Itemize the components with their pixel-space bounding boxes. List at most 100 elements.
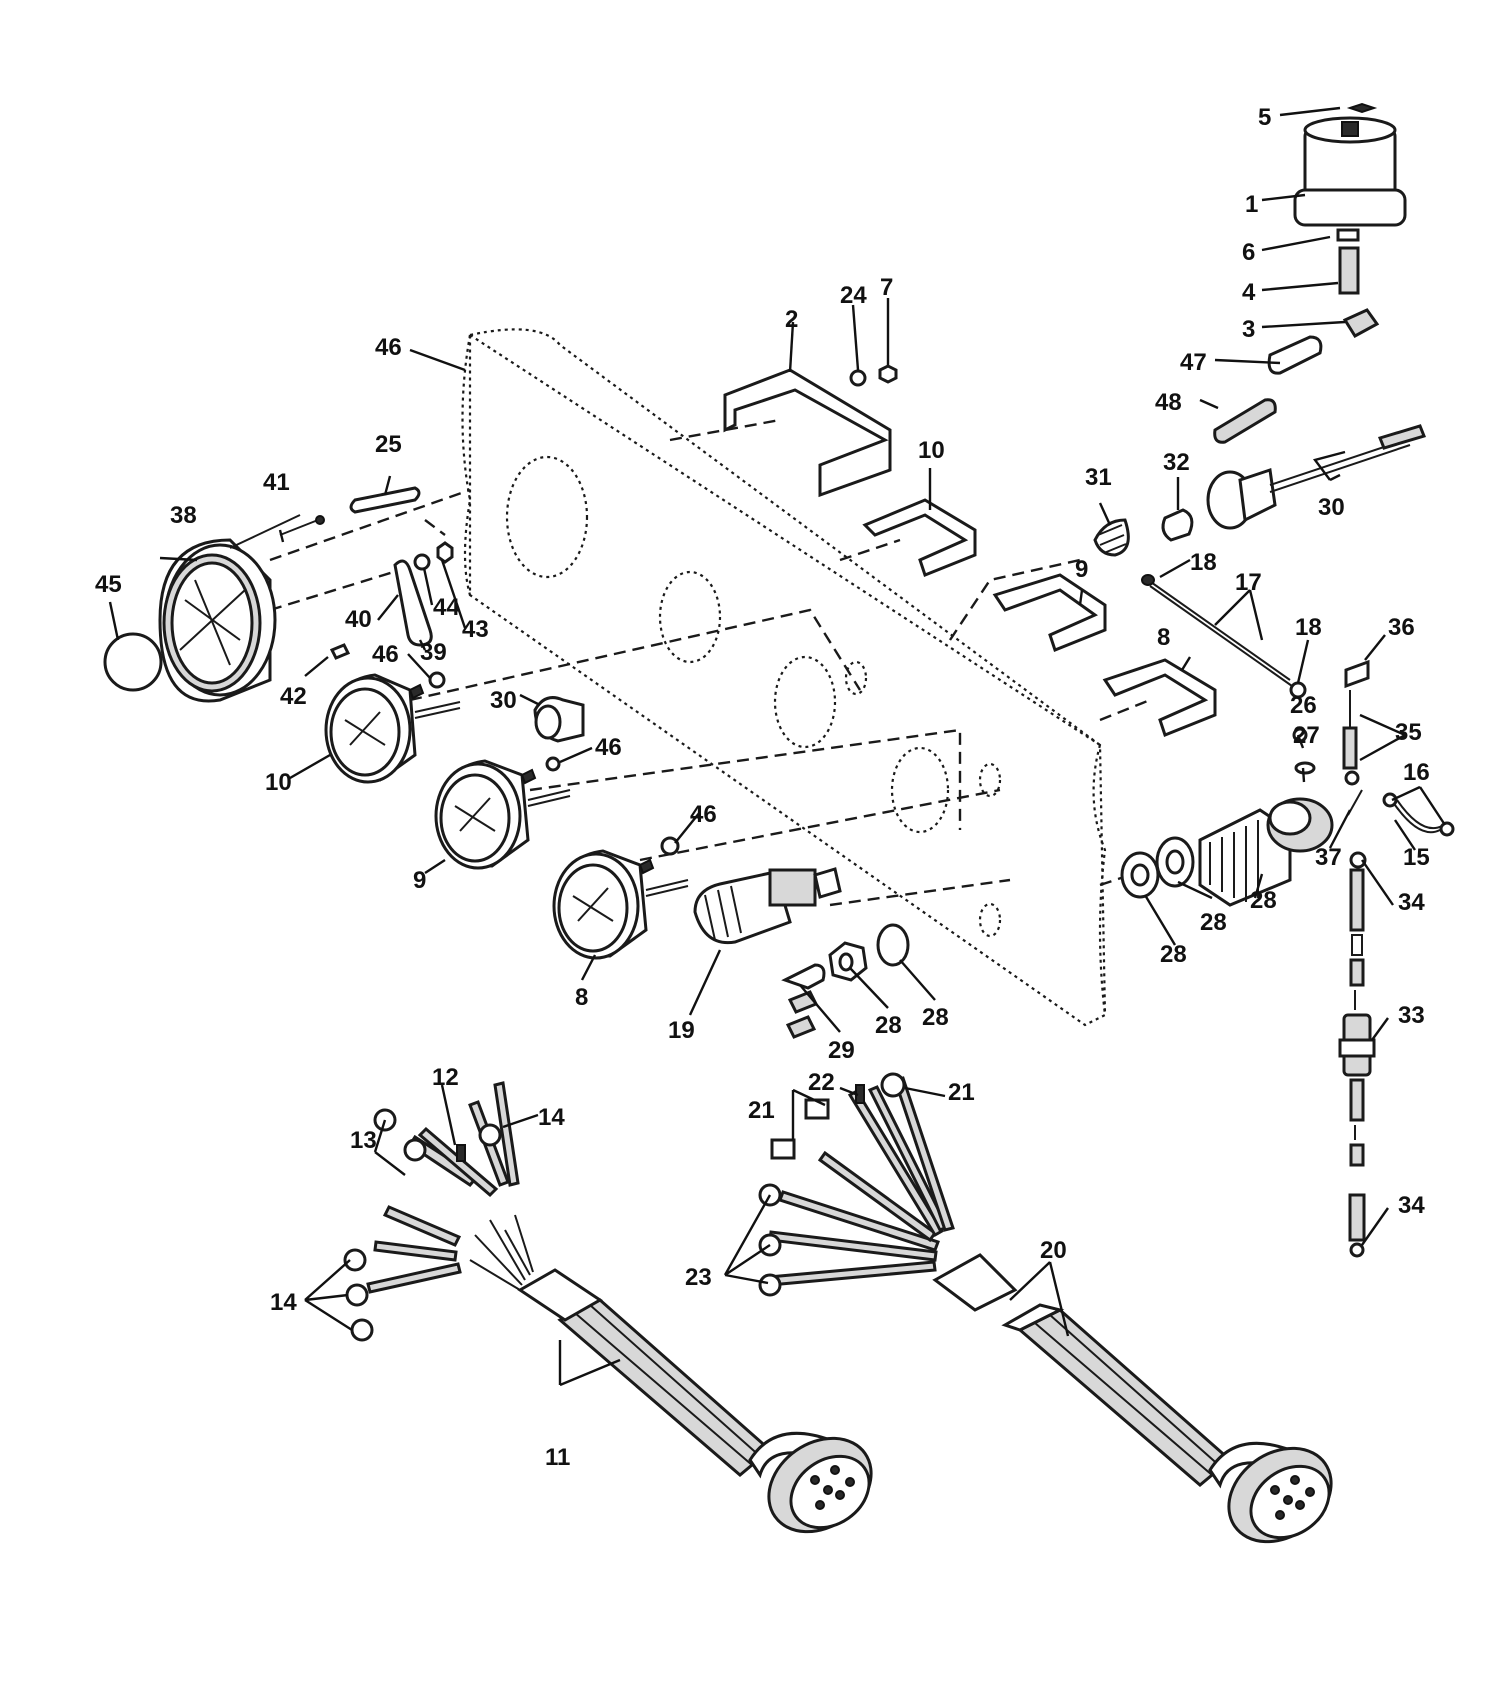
harness-11-leads	[343, 1081, 520, 1342]
callout-6: 6	[1242, 239, 1255, 266]
callout-8-bracket: 8	[1157, 624, 1170, 651]
bulb-32	[1161, 508, 1194, 542]
callout-10-bracket: 10	[918, 437, 945, 464]
callout-9-bracket: 9	[1075, 556, 1088, 583]
callout-34-top: 34	[1398, 889, 1425, 916]
callout-46-panel: 46	[375, 334, 402, 361]
callout-27: 27	[1293, 722, 1320, 749]
strap-40	[393, 559, 433, 647]
ignition-switch-28	[1120, 797, 1334, 907]
alignment-lines	[269, 418, 1151, 907]
callout-23: 23	[685, 1264, 712, 1291]
callout-28-washer-b: 28	[1160, 941, 1187, 968]
callout-28-switch: 28	[1250, 887, 1277, 914]
rheostat-30	[1206, 424, 1427, 530]
callout-33: 33	[1398, 1002, 1425, 1029]
callout-30-bushing: 30	[490, 687, 517, 714]
callout-36: 36	[1388, 614, 1415, 641]
callout-28-nut: 28	[875, 1012, 902, 1039]
washer-27	[1294, 761, 1316, 775]
callout-46-right: 46	[690, 801, 717, 828]
callout-26: 26	[1290, 692, 1317, 719]
callout-40: 40	[345, 606, 372, 633]
callout-19: 19	[668, 1017, 695, 1044]
nut-46-c	[660, 836, 680, 856]
callout-13: 13	[350, 1127, 377, 1154]
callout-39: 39	[420, 639, 447, 666]
bushing-30	[533, 696, 585, 743]
callout-47: 47	[1180, 349, 1207, 376]
nut-7	[878, 364, 898, 384]
callout-29: 29	[828, 1037, 855, 1064]
washer-28	[876, 923, 910, 967]
callout-42: 42	[280, 683, 307, 710]
callout-1: 1	[1245, 191, 1258, 218]
callout-44: 44	[433, 594, 460, 621]
callout-31: 31	[1085, 464, 1112, 491]
gauge-9	[434, 759, 571, 870]
key-switch-19	[693, 867, 842, 945]
callout-10-gauge: 10	[265, 769, 292, 796]
callout-3: 3	[1242, 316, 1255, 343]
callout-18-top: 18	[1190, 549, 1217, 576]
callout-22: 22	[808, 1069, 835, 1096]
lens-ring-45	[103, 632, 163, 692]
callout-43: 43	[462, 616, 489, 643]
gauge-8	[552, 849, 689, 960]
nut-43	[436, 541, 454, 564]
fuse-holder-33	[1338, 659, 1376, 1258]
callout-24: 24	[840, 282, 867, 309]
callout-30-rheostat: 30	[1318, 494, 1345, 521]
lamp-wire-41	[279, 515, 325, 536]
spring-31	[1093, 518, 1130, 557]
callout-5: 5	[1258, 104, 1271, 131]
nut-46-a	[428, 671, 446, 689]
callout-21-right: 21	[948, 1079, 975, 1106]
callout-14-top: 14	[538, 1104, 565, 1131]
callout-46-mid: 46	[595, 734, 622, 761]
callout-38: 38	[170, 502, 197, 529]
callout-11: 11	[545, 1444, 570, 1471]
callout-labels: 5 1 6 4 3 47 48 2 24 7 46 10 31 32 30 18…	[95, 104, 1430, 1471]
wiring-harness-11	[469, 1214, 873, 1534]
callout-28-washer-a: 28	[1200, 909, 1227, 936]
callout-16: 16	[1403, 759, 1430, 786]
nut-28	[828, 941, 868, 982]
oil-pressure-sender	[1213, 102, 1407, 444]
callout-20: 20	[1040, 1237, 1067, 1264]
harness-20-leads	[758, 1072, 955, 1297]
wire-17	[1141, 574, 1307, 699]
callout-28-washer-c: 28	[922, 1004, 949, 1031]
screw-42	[329, 643, 351, 660]
callout-8-gauge: 8	[575, 984, 588, 1011]
clamp-25	[349, 486, 421, 514]
key-29	[781, 963, 826, 1039]
callout-25: 25	[375, 431, 402, 458]
bracket-10	[862, 498, 977, 577]
bracket-8	[1102, 658, 1217, 737]
callout-14-left: 14	[270, 1289, 297, 1316]
callout-45: 45	[95, 571, 122, 598]
callout-7: 7	[880, 274, 893, 301]
tachometer-38	[158, 514, 301, 703]
jumper-wire-16	[1382, 792, 1455, 837]
nut-46-b	[545, 756, 561, 772]
bracket-9	[992, 573, 1107, 652]
callout-18-bottom: 18	[1295, 614, 1322, 641]
callout-12: 12	[432, 1064, 459, 1091]
callout-9-gauge: 9	[413, 867, 426, 894]
washer-44	[413, 553, 431, 571]
callout-17: 17	[1235, 569, 1262, 596]
callout-4: 4	[1242, 279, 1256, 306]
instrument-panel	[461, 328, 1107, 1027]
callout-48: 48	[1155, 389, 1182, 416]
callout-15: 15	[1403, 844, 1430, 871]
callout-35: 35	[1395, 719, 1422, 746]
callout-34-bottom: 34	[1398, 1192, 1425, 1219]
callout-37: 37	[1315, 844, 1342, 871]
callout-41: 41	[263, 469, 290, 496]
callout-32: 32	[1163, 449, 1190, 476]
leader-lines	[108, 106, 1447, 1387]
